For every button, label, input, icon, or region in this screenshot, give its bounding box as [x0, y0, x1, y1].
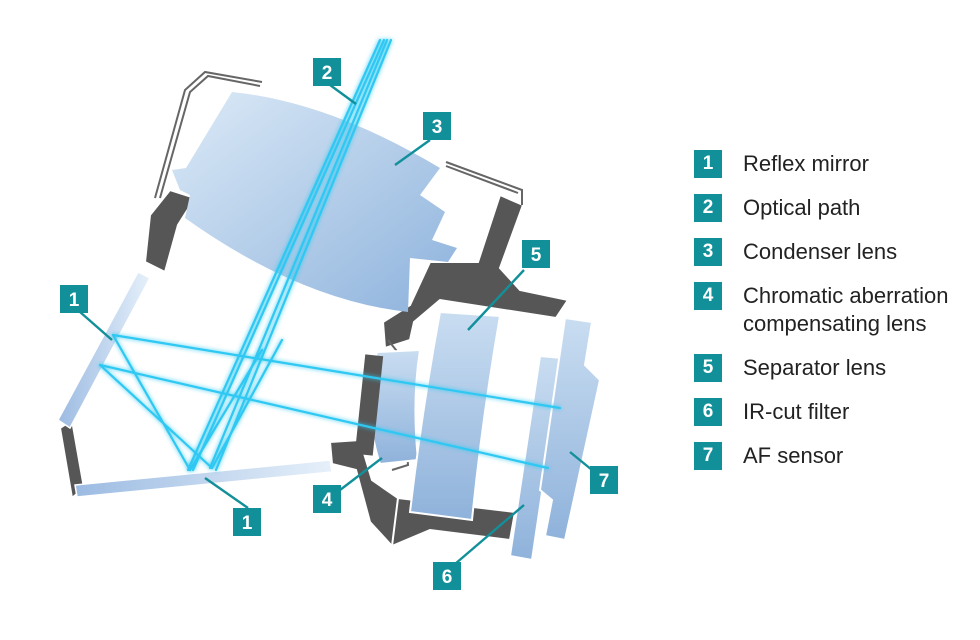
optical-path [98, 38, 562, 472]
legend-badge: 3 [694, 238, 722, 266]
legend-item-condenser-lens: 3 Condenser lens [694, 238, 980, 266]
svg-text:1: 1 [242, 513, 253, 534]
callout-badge-7: 7 [590, 466, 618, 494]
svg-text:5: 5 [531, 245, 542, 266]
svg-text:4: 4 [322, 490, 333, 511]
legend-item-ir-cut-filter: 6 IR-cut filter [694, 398, 980, 426]
svg-text:2: 2 [322, 63, 333, 84]
housing-right-upper [381, 193, 570, 350]
callout-badge-5: 5 [522, 240, 550, 268]
callout-badge-1-lower: 1 [233, 508, 261, 536]
legend-badge: 2 [694, 194, 722, 222]
legend-badge: 1 [694, 150, 722, 178]
legend-label: IR-cut filter [743, 399, 850, 424]
af-module-diagram: 1 1 2 3 4 5 6 7 [57, 38, 618, 590]
callout-leaders [79, 84, 593, 565]
callout-badge-2: 2 [313, 58, 341, 86]
legend-label: Condenser lens [743, 239, 898, 264]
legend: 1 Reflex mirror 2 Optical path 3 Condens… [694, 150, 980, 486]
svg-text:7: 7 [599, 471, 610, 492]
chromatic-lens-holder [354, 354, 384, 456]
legend-label: AF sensor [743, 443, 844, 468]
legend-item-separator-lens: 5 Separator lens [694, 354, 980, 382]
reflex-mirror-upper [57, 271, 152, 430]
housing-left-wall [143, 188, 197, 274]
callout-badge-4: 4 [313, 485, 341, 513]
legend-badge: 6 [694, 398, 722, 426]
legend-badge: 5 [694, 354, 722, 382]
legend-label: Optical path [743, 195, 861, 220]
condenser-lens [172, 92, 457, 312]
reflex-mirror-lower [74, 459, 333, 498]
af-sensor [538, 316, 602, 542]
svg-text:1: 1 [69, 290, 80, 311]
legend-label: Separator lens [743, 355, 887, 380]
legend-label: Chromatic aberration compensating lens [743, 283, 949, 336]
callout-badge-3: 3 [423, 112, 451, 140]
legend-badge: 7 [694, 442, 722, 470]
callout-badge-6: 6 [433, 562, 461, 590]
svg-text:6: 6 [442, 567, 453, 588]
legend-label: Reflex mirror [743, 151, 869, 176]
callout-badge-1-upper: 1 [60, 285, 88, 313]
svg-text:3: 3 [432, 117, 443, 138]
separator-lens [408, 310, 502, 522]
legend-item-optical-path: 2 Optical path [694, 194, 980, 222]
legend-item-af-sensor: 7 AF sensor [694, 442, 980, 470]
legend-item-chromatic-aberration-lens: 4 Chromatic aberration compensating lens [694, 282, 980, 338]
legend-item-reflex-mirror: 1 Reflex mirror [694, 150, 980, 178]
legend-badge: 4 [694, 282, 722, 310]
